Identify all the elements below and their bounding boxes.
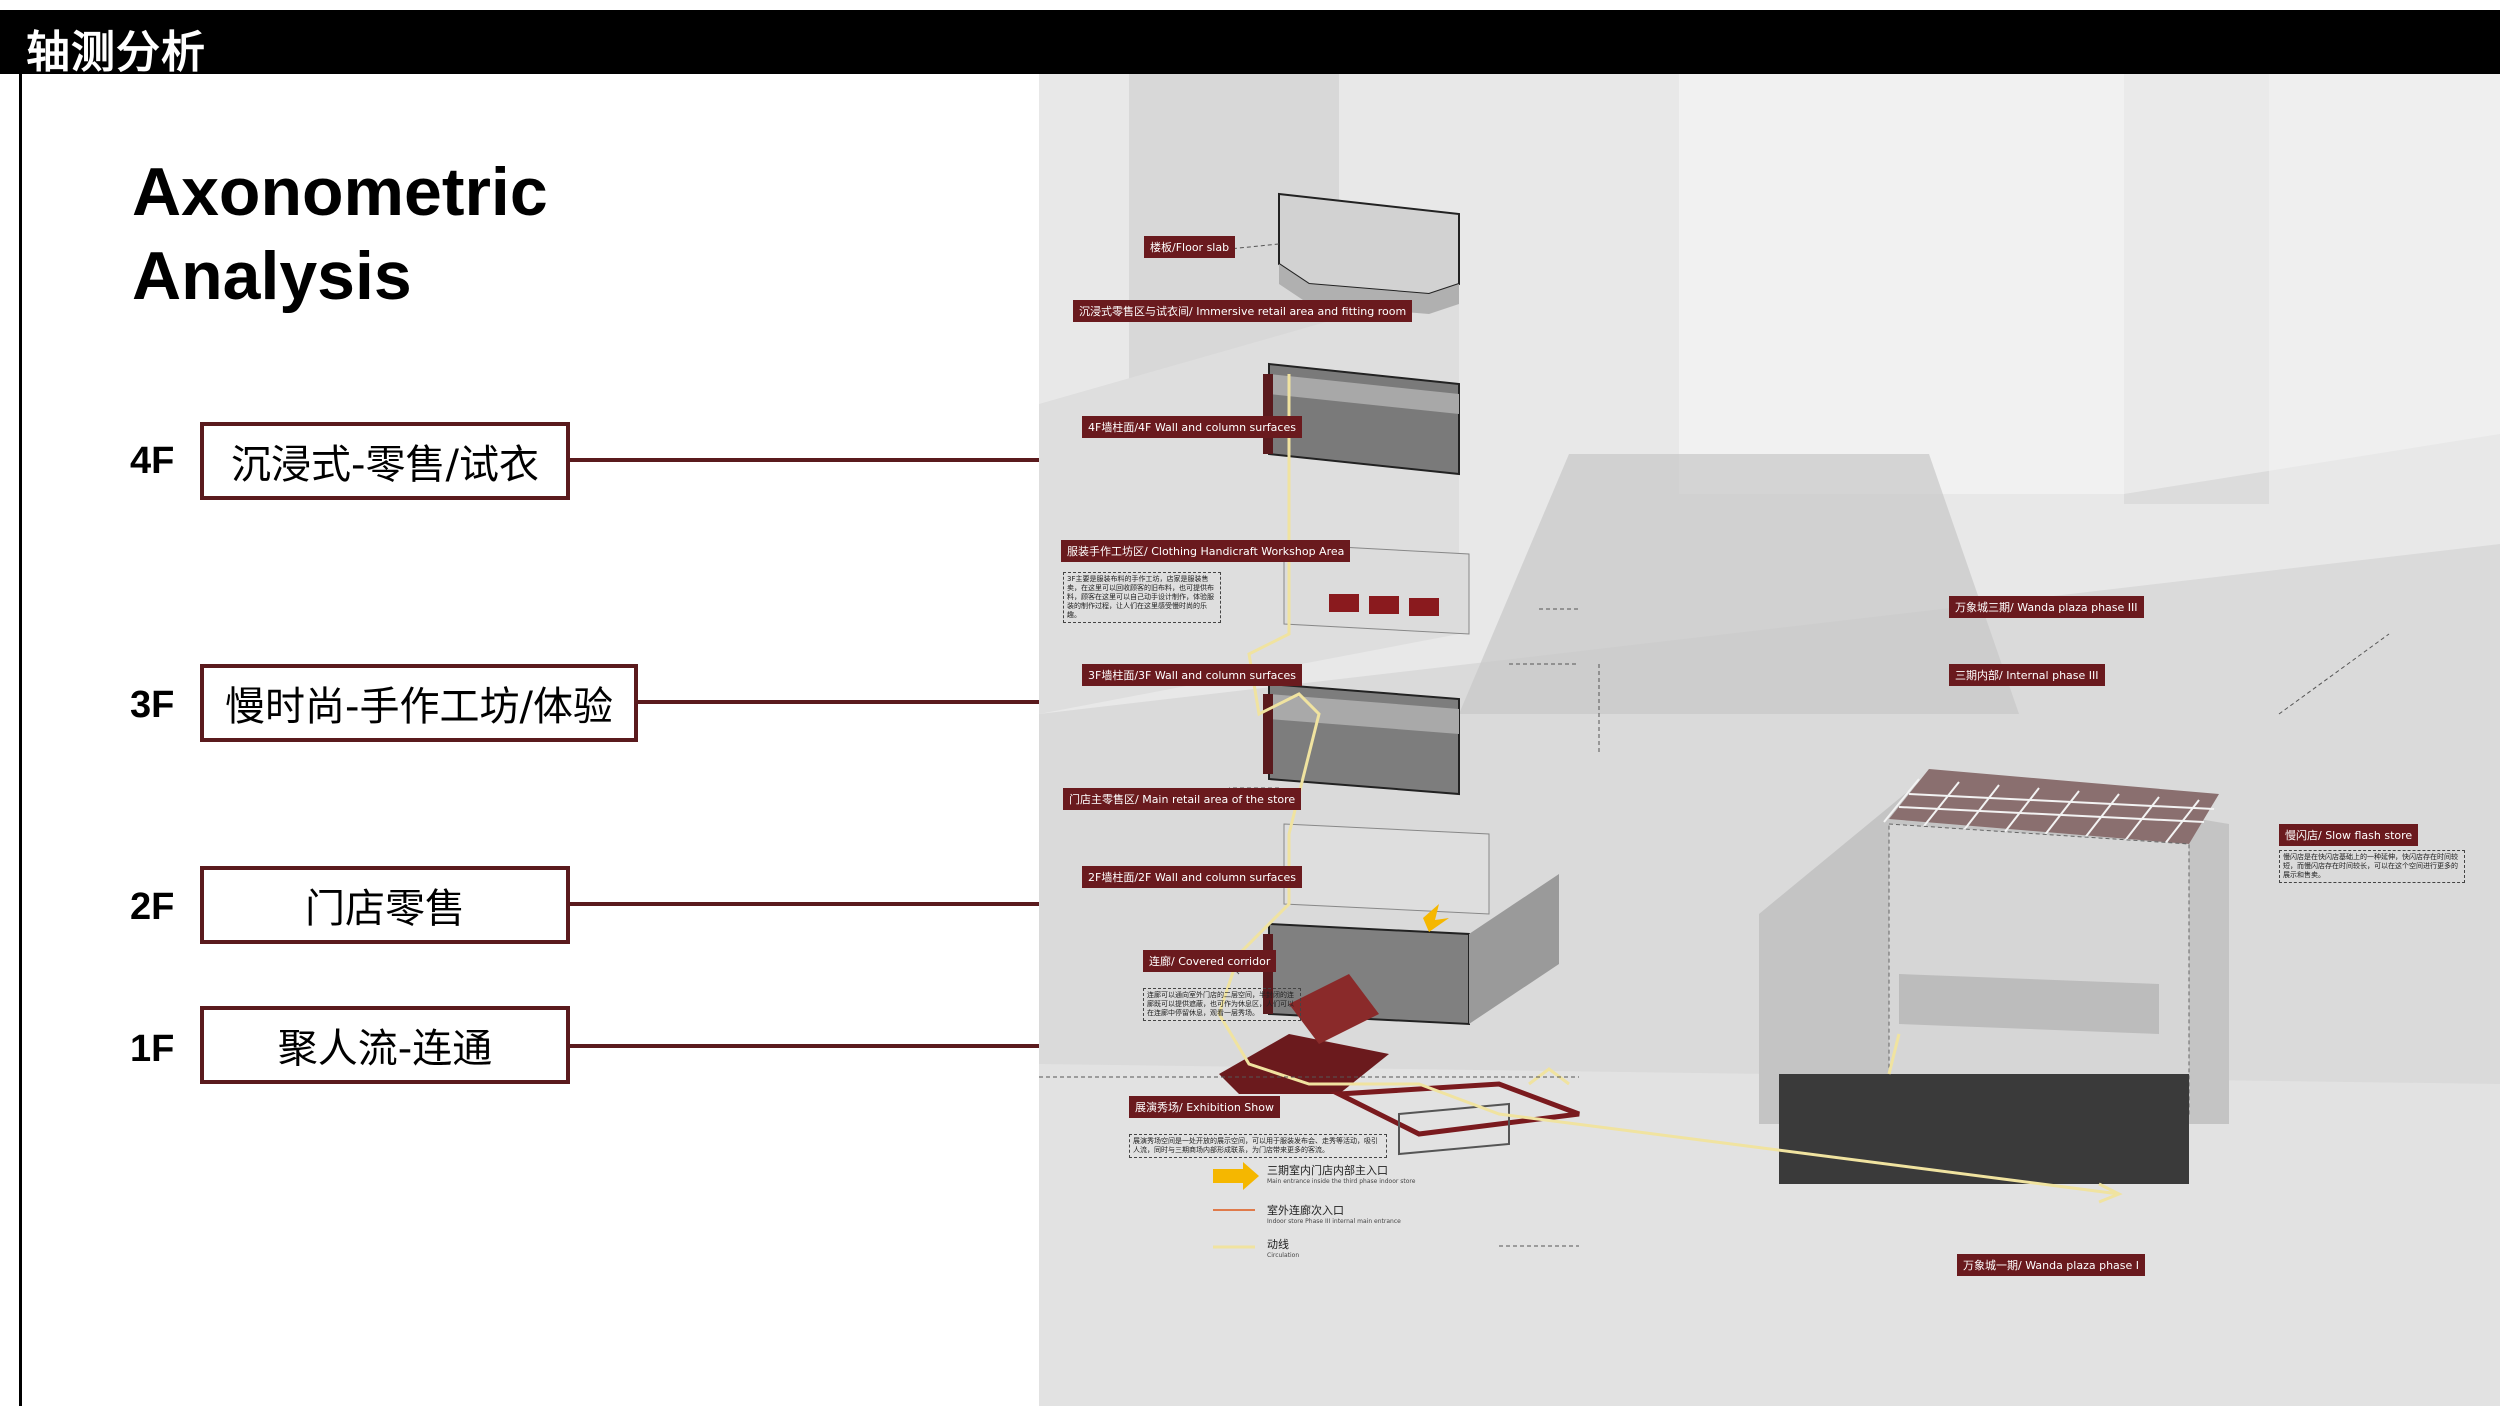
tag-main-retail: 门店主零售区/ Main retail area of the store [1063, 788, 1302, 810]
legend-circulation-sub: Circulation [1267, 1252, 1300, 1259]
tag-4f-wall: 4F墙柱面/4F Wall and column surfaces [1082, 416, 1302, 438]
floor-box-1f: 聚人流-连通 [200, 1006, 570, 1084]
note-workshop: 3F主要是服装布料的手作工坊，店家是服装售卖，在这里可以回收顾客的旧布料，也可提… [1063, 572, 1221, 623]
tag-immersive-retail: 沉浸式零售区与试衣间/ Immersive retail area and fi… [1073, 300, 1413, 322]
legend-main-entrance: 三期室内门店内部主入口 [1267, 1164, 1388, 1177]
floor-box-2f: 门店零售 [200, 866, 570, 944]
legend-main-entrance-sub: Main entrance inside the third phase ind… [1267, 1178, 1416, 1185]
tag-internal-3: 三期内部/ Internal phase III [1949, 664, 2105, 686]
tag-wanda-1: 万象城一期/ Wanda plaza phase I [1957, 1254, 2146, 1276]
heading-line-2: Analysis [132, 238, 412, 314]
legend-circulation: 动线 [1267, 1238, 1289, 1251]
floor-leader-2f [570, 902, 1318, 906]
floor-label-3f: 3F [130, 684, 175, 726]
tag-exhibition: 展演秀场/ Exhibition Show [1129, 1096, 1280, 1118]
note-corridor: 连廊可以通向室外门店的二层空间，半封闭的连廊既可以提供遮蔽，也可作为休息区，人们… [1143, 988, 1301, 1021]
tag-wanda-3: 万象城三期/ Wanda plaza phase III [1949, 596, 2144, 618]
header-bar: 轴测分析 [0, 10, 2500, 78]
note-slow-flash: 慢闪店是在快闪店基础上的一种延伸，快闪店存在时间较短，而慢闪店存在时间较长，可以… [2279, 850, 2465, 883]
tag-workshop: 服装手作工坊区/ Clothing Handicraft Workshop Ar… [1061, 540, 1351, 562]
tag-3f-wall: 3F墙柱面/3F Wall and column surfaces [1082, 664, 1302, 686]
heading-line-1: Axonometric [132, 154, 548, 230]
floor-label-2f: 2F [130, 886, 175, 928]
tag-floor-slab: 楼板/Floor slab [1144, 236, 1236, 258]
axonometric-diagram: 楼板/Floor slab 沉浸式零售区与试衣间/ Immersive reta… [1039, 74, 2500, 1406]
section-heading: Axonometric Analysis [132, 150, 548, 318]
left-rule [19, 74, 22, 1406]
legend-indoor-entrance-sub: Indoor store Phase III internal main ent… [1267, 1218, 1401, 1225]
note-exhibition: 展演秀场空间是一处开放的展示空间，可以用于服装发布会、走秀等活动，吸引人流，同时… [1129, 1134, 1387, 1158]
tag-2f-wall: 2F墙柱面/2F Wall and column surfaces [1082, 866, 1302, 888]
legend-indoor-entrance: 室外连廊次入口 [1267, 1204, 1344, 1217]
diagram-illustration [1039, 74, 2500, 1406]
floor-label-4f: 4F [130, 440, 175, 482]
floor-leader-1f [570, 1044, 1318, 1048]
page-title: 轴测分析 [26, 27, 206, 78]
tag-corridor: 连廊/ Covered corridor [1143, 950, 1277, 972]
floor-box-4f: 沉浸式-零售/试衣 [200, 422, 570, 500]
floor-leader-4f [570, 458, 1318, 462]
floor-leader-3f [638, 700, 1314, 704]
floor-box-3f: 慢时尚-手作工坊/体验 [200, 664, 638, 742]
floor-label-1f: 1F [130, 1028, 175, 1070]
tag-slow-flash: 慢闪店/ Slow flash store [2279, 824, 2419, 846]
